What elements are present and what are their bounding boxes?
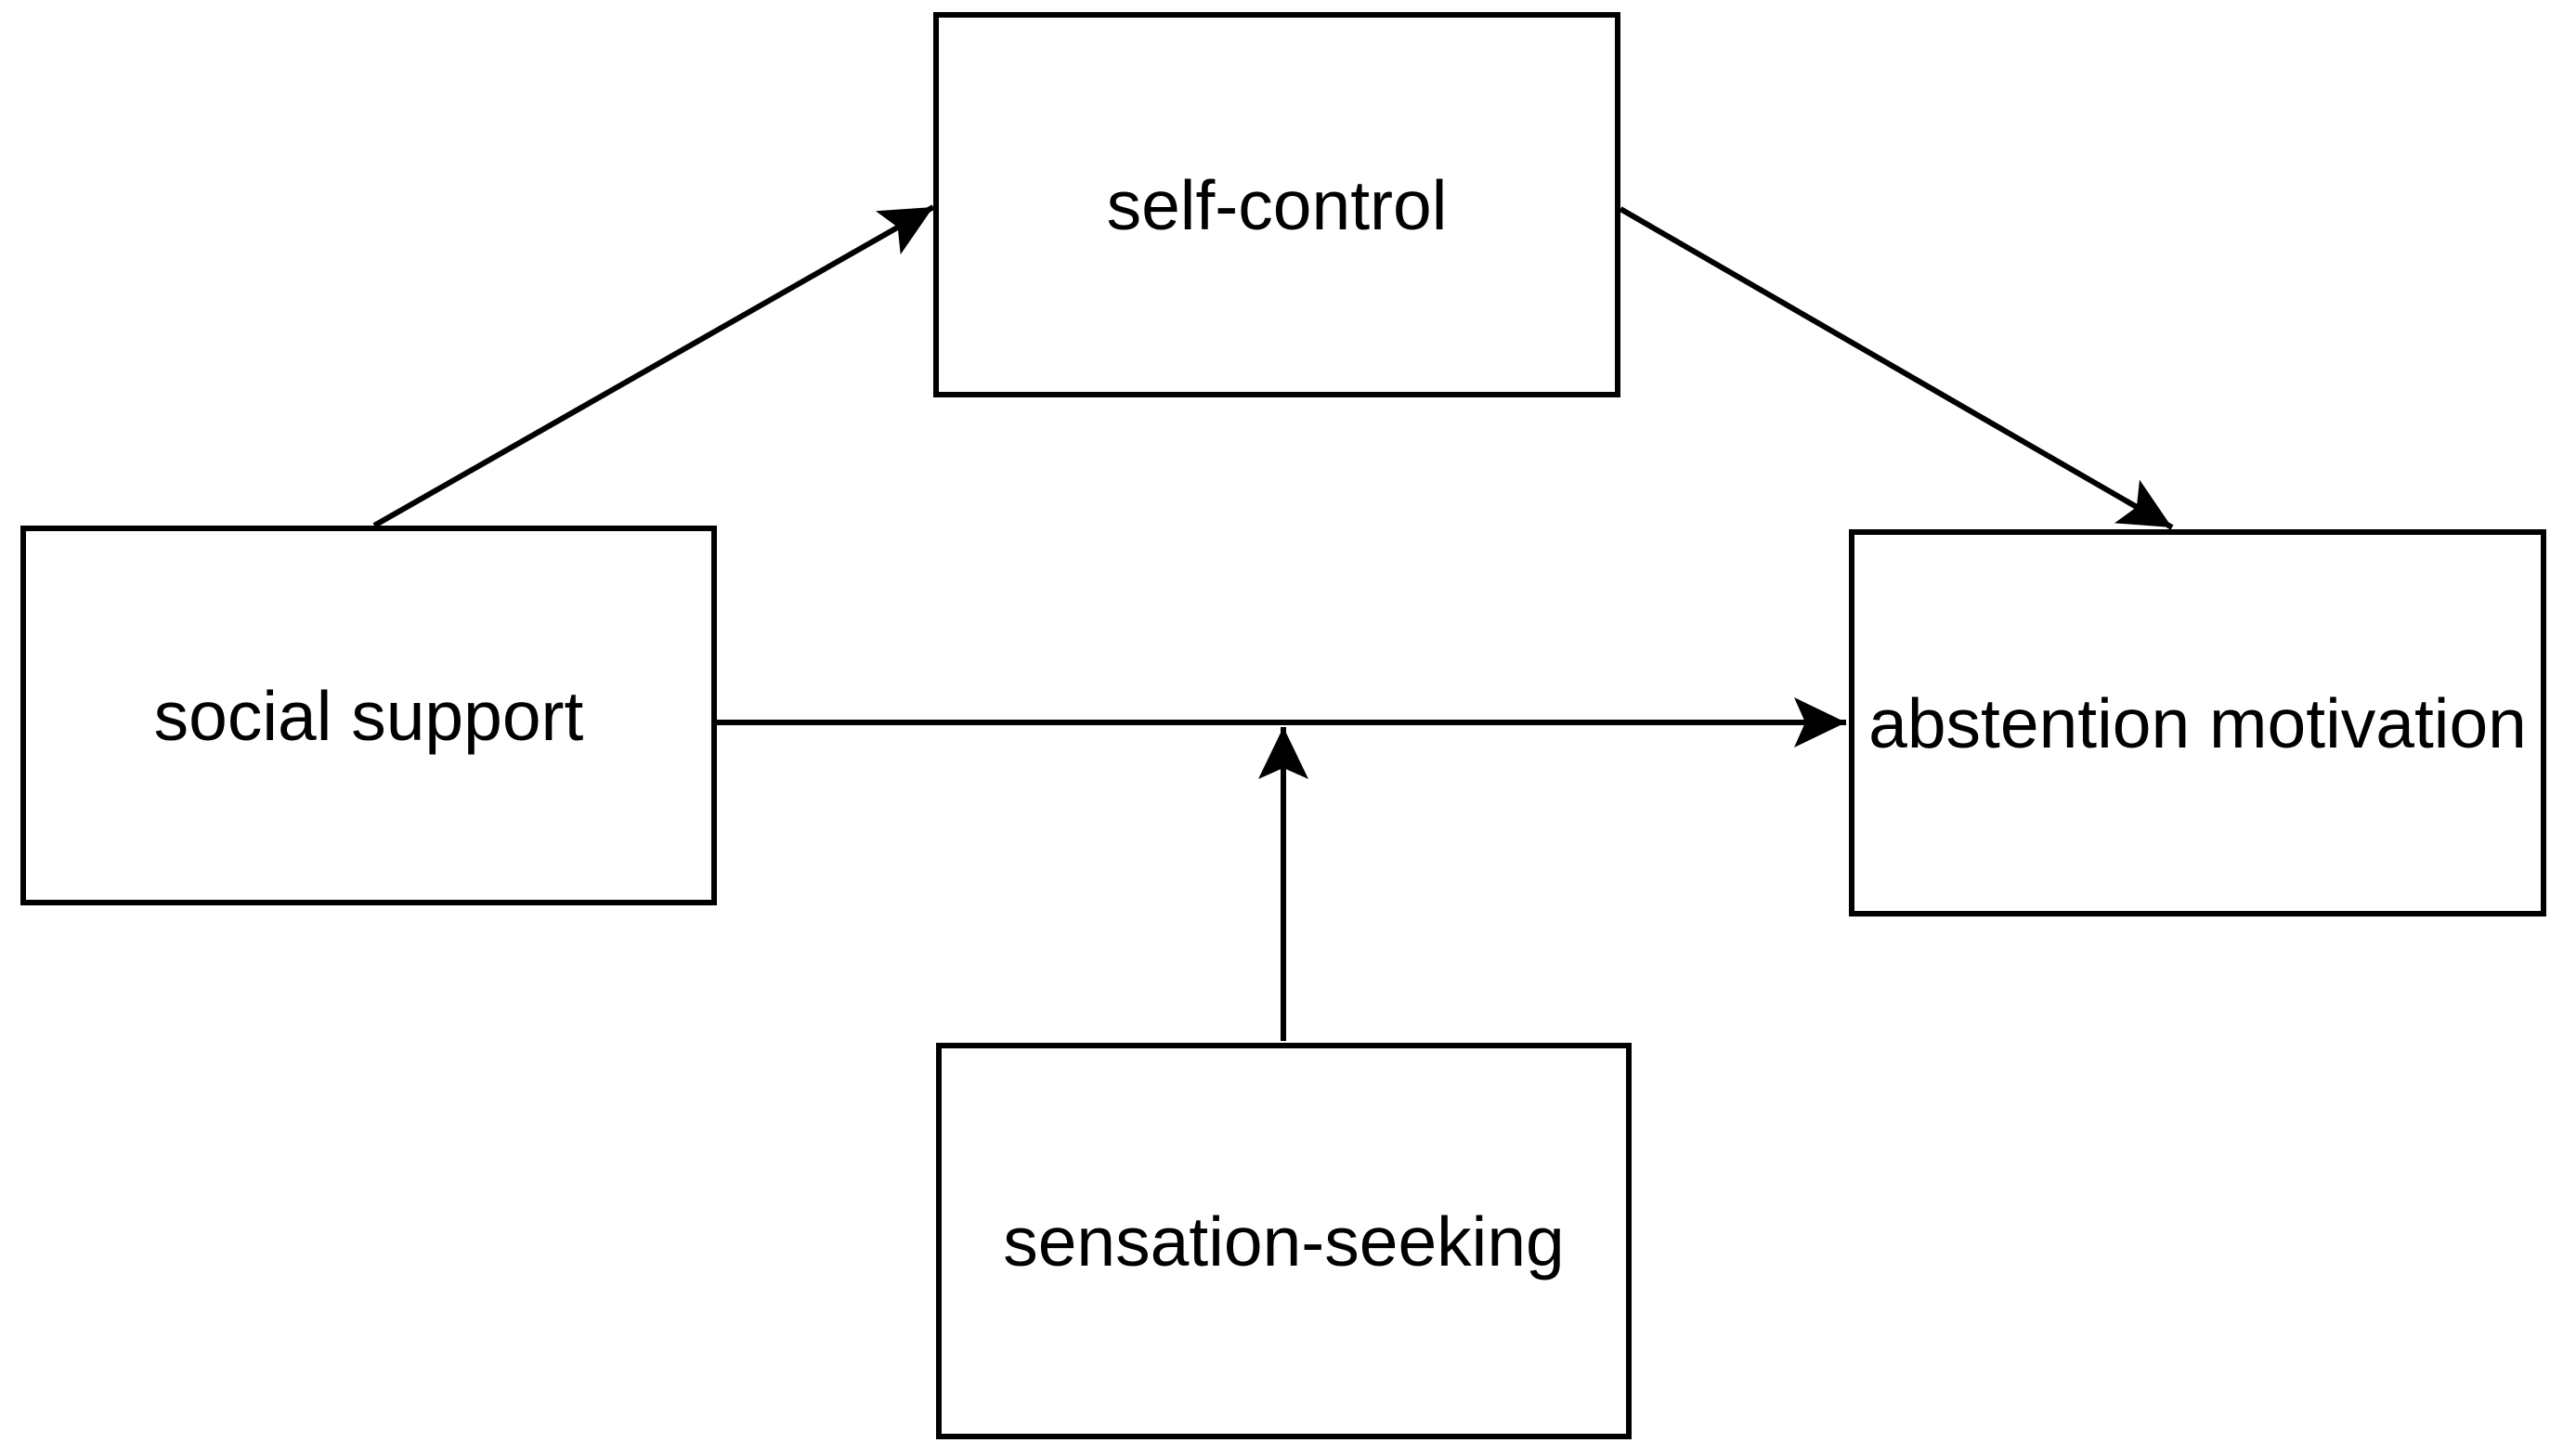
node-sensation-seeking: sensation-seeking: [936, 1043, 1632, 1439]
node-abstention-motivation: abstention motivation: [1849, 529, 2546, 916]
node-self-control-label: self-control: [1106, 165, 1448, 244]
node-self-control: self-control: [933, 12, 1620, 397]
arrow-self-control-to-abstention-motivation: [1619, 206, 2174, 530]
node-sensation-seeking-label: sensation-seeking: [1003, 1202, 1565, 1280]
node-social-support-label: social support: [153, 676, 584, 755]
node-abstention-motivation-label: abstention motivation: [1868, 683, 2527, 762]
arrow-social-support-to-self-control: [372, 204, 935, 528]
node-social-support: social support: [20, 526, 717, 905]
